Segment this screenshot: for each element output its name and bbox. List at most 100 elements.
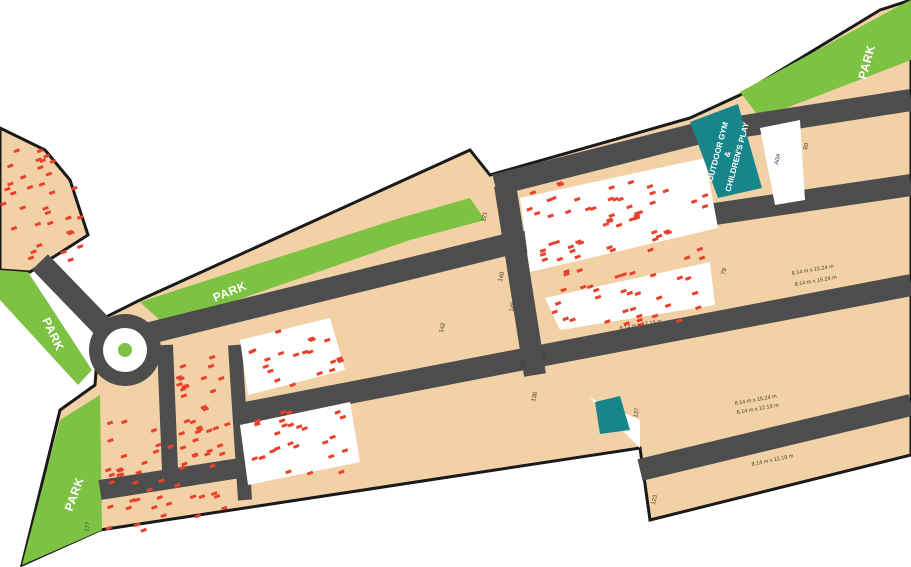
plot-marker bbox=[150, 427, 158, 433]
plot-marker bbox=[274, 445, 281, 451]
plot-marker bbox=[259, 455, 266, 460]
park-middle bbox=[140, 198, 485, 325]
plot-marker bbox=[195, 425, 203, 431]
plot-label: 137 bbox=[633, 407, 641, 419]
plot-marker bbox=[34, 221, 42, 227]
plot-marker bbox=[76, 214, 84, 220]
plot-marker bbox=[274, 377, 281, 383]
plot-marker bbox=[217, 376, 225, 381]
plot-marker bbox=[132, 480, 139, 486]
amenity-small bbox=[595, 396, 630, 434]
roundabout-center bbox=[118, 343, 132, 357]
plot-marker bbox=[46, 220, 54, 226]
plot-marker bbox=[690, 199, 698, 204]
plot-marker bbox=[579, 284, 587, 290]
plot-marker bbox=[198, 494, 206, 500]
plot-marker bbox=[180, 393, 188, 399]
plot-marker bbox=[42, 205, 49, 211]
outdoor-gym-area bbox=[690, 104, 762, 198]
plot-marker bbox=[26, 184, 34, 190]
plot-marker bbox=[533, 210, 541, 216]
plot-marker bbox=[637, 322, 644, 328]
plot-marker bbox=[696, 246, 704, 252]
plot-marker bbox=[684, 275, 692, 281]
plot-marker bbox=[592, 287, 600, 293]
plot-marker bbox=[287, 422, 295, 428]
plot-marker bbox=[573, 196, 581, 202]
plot-marker bbox=[655, 295, 663, 301]
plot-marker bbox=[646, 184, 654, 189]
plot-marker bbox=[140, 527, 147, 533]
plot-marker bbox=[655, 233, 663, 239]
plot-marker bbox=[606, 245, 613, 250]
plot-marker bbox=[554, 300, 562, 306]
plot-marker bbox=[129, 498, 136, 503]
plot-label: 80 bbox=[803, 142, 810, 150]
plot-marker bbox=[564, 209, 572, 215]
plot-marker bbox=[181, 384, 188, 389]
plot-marker bbox=[295, 424, 303, 430]
plot-marker bbox=[36, 148, 44, 154]
plot-marker bbox=[550, 195, 557, 201]
plot-marker bbox=[663, 229, 670, 235]
plot-marker bbox=[212, 425, 220, 431]
plot-markers bbox=[0, 148, 709, 533]
plot-label: 121 bbox=[481, 211, 489, 223]
plot-block-b bbox=[545, 262, 715, 330]
plot-marker bbox=[691, 290, 699, 296]
plot-marker bbox=[179, 445, 187, 451]
gym-label-line: & bbox=[722, 150, 732, 158]
plot-marker bbox=[551, 309, 559, 315]
plot-label: 142 bbox=[439, 322, 447, 334]
plot-marker bbox=[569, 248, 576, 254]
plot-marker bbox=[553, 239, 561, 245]
plot-marker bbox=[606, 217, 613, 223]
plot-marker bbox=[223, 421, 231, 427]
plot-marker bbox=[584, 206, 592, 212]
plot-marker bbox=[48, 190, 56, 196]
plot-marker bbox=[141, 460, 148, 466]
plot-marker bbox=[577, 240, 585, 246]
plot-marker bbox=[6, 163, 14, 169]
plot-marker bbox=[67, 230, 75, 236]
plot-marker bbox=[121, 419, 128, 425]
plot-marker bbox=[116, 472, 123, 478]
plot-marker bbox=[210, 491, 218, 497]
plot-marker bbox=[676, 275, 684, 281]
plot-marker bbox=[156, 495, 164, 500]
plot-marker bbox=[607, 196, 615, 202]
plot-marker bbox=[665, 230, 673, 236]
plot-marker bbox=[205, 428, 213, 434]
plot-land-northwest bbox=[0, 126, 90, 274]
plot-marker bbox=[650, 229, 658, 235]
plot-marker bbox=[183, 418, 191, 424]
plot-marker bbox=[151, 504, 158, 510]
plot-marker bbox=[574, 254, 582, 260]
plot-marker bbox=[204, 451, 211, 457]
plot-marker bbox=[636, 317, 644, 323]
plot-block-c bbox=[240, 318, 345, 395]
plot-marker bbox=[337, 358, 345, 364]
plot-marker bbox=[575, 239, 582, 245]
plot-marker bbox=[107, 438, 114, 443]
plot-marker bbox=[274, 329, 282, 335]
plot-marker bbox=[67, 257, 74, 263]
plot-marker bbox=[339, 414, 347, 420]
plot-marker bbox=[701, 203, 709, 209]
plot-marker bbox=[647, 247, 654, 253]
road-vertical-left2 bbox=[228, 344, 252, 501]
plot-marker bbox=[626, 290, 634, 296]
plot-marker bbox=[65, 215, 72, 221]
plot-marker bbox=[192, 437, 199, 443]
plot-marker bbox=[208, 354, 216, 360]
plot-marker bbox=[336, 356, 343, 362]
plot-marker bbox=[179, 363, 187, 369]
plot-marker bbox=[617, 196, 624, 202]
plot-marker bbox=[301, 349, 309, 355]
plot-marker bbox=[541, 257, 549, 263]
plot-marker bbox=[548, 241, 555, 247]
plot-marker bbox=[281, 423, 288, 428]
road-vertical-right bbox=[494, 183, 546, 377]
plot-marker bbox=[13, 148, 21, 154]
plot-marker bbox=[37, 165, 44, 171]
